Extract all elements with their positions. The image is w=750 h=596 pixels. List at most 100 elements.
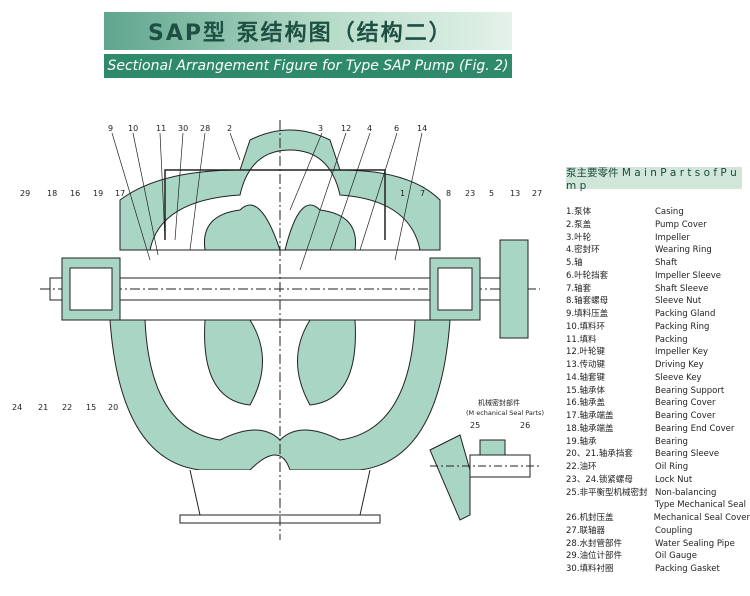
callout-2: 2: [227, 124, 232, 133]
part-name-en: Packing Gasket: [655, 564, 720, 574]
part-name-cn: 14.轴套键: [566, 372, 606, 383]
part-name-en: Pump Cover: [655, 219, 707, 230]
callout-28: 28: [200, 124, 210, 133]
callout-20: 20: [108, 403, 118, 412]
water-seal-pipe: [164, 169, 386, 240]
part-name-en: Bearing Cover: [655, 411, 716, 421]
part-name-cn: 6.叶轮挡套: [566, 270, 609, 281]
part-name-cn: 12.叶轮键: [566, 347, 606, 358]
callout-7: 7: [420, 189, 425, 198]
part-name-cn: 20、21.轴承挡套: [566, 449, 633, 460]
part-name-cn: 18.轴承端盖: [566, 423, 614, 434]
part-row: 30.填料衬圈 Packing Gasket: [566, 563, 750, 576]
part-name-cn: 25.非平衡型机械密封: [566, 487, 648, 498]
part-name-en: Coupling: [655, 525, 693, 536]
part-name-en: Sleeve Key: [655, 372, 702, 383]
parts-list-header: 泵主要零件 M a i n P a r t s o f P u m p: [566, 167, 742, 192]
callout-10: 10: [128, 124, 138, 133]
part-name-cn: 11.填料: [566, 334, 597, 345]
part-name-en: Sleeve Nut: [655, 296, 702, 307]
part-name-en: Impeller Sleeve: [655, 270, 722, 281]
part-name-cn: 30.填料衬圈: [566, 564, 614, 574]
callout-21: 21: [38, 403, 48, 412]
part-name-en: Shaft: [655, 258, 678, 268]
part-row: 14.轴套键 Sleeve Key: [566, 372, 750, 385]
part-row: 12.叶轮键 Impeller Key: [566, 346, 750, 359]
part-row: 25.非平衡型机械密封 Non-balancing: [566, 487, 750, 500]
part-row: 28.水封管部件 Water Sealing Pipe: [566, 538, 750, 551]
callout-9: 9: [108, 124, 113, 133]
callout-30: 30: [178, 124, 188, 133]
part-row: 29.油位计部件 Oil Gauge: [566, 550, 750, 563]
callout-5: 5: [489, 189, 494, 198]
part-name-cn: [566, 499, 655, 512]
part-name-cn: 3.叶轮: [566, 232, 592, 243]
part-name-cn: 16.轴承盖: [566, 398, 606, 409]
part-name-en: Casing: [655, 207, 684, 217]
part-row: 3.叶轮 Impeller: [566, 232, 750, 245]
part-name-en: Water Sealing Pipe: [655, 538, 735, 549]
part-name-en: Non-balancing: [655, 487, 717, 498]
part-row: 5.轴 Shaft: [566, 257, 750, 270]
part-row: 20、21.轴承挡套 Bearing Sleeve: [566, 448, 750, 461]
part-row: 22.油环 Oil Ring: [566, 461, 750, 474]
part-name-cn: 5.轴: [566, 258, 583, 268]
part-name-en: Bearing Support: [655, 385, 725, 396]
part-name-en: Packing: [655, 334, 688, 345]
part-name-en: Oil Ring: [655, 462, 689, 472]
part-name-en: Bearing Sleeve: [655, 449, 720, 460]
part-name-cn: 2.泵盖: [566, 219, 592, 230]
part-name-cn: 13.传动键: [566, 360, 606, 370]
callout-29: 29: [20, 189, 30, 198]
callout-13: 13: [510, 189, 520, 198]
part-name-en: Oil Gauge: [655, 551, 697, 562]
part-name-cn: 8.轴套螺母: [566, 296, 609, 307]
callout-11: 11: [156, 124, 166, 133]
callout-25: 25: [470, 421, 480, 430]
coupling: [499, 239, 529, 339]
part-name-cn: 1.泵体: [566, 207, 592, 217]
part-row: 7.轴套 Shaft Sleeve: [566, 283, 750, 296]
mechanical-seal-inset: [429, 434, 540, 521]
callout-26: 26: [520, 421, 530, 430]
part-name-en: Impeller Key: [655, 347, 708, 358]
part-name-en: Lock Nut: [655, 474, 693, 485]
part-name-en: Shaft Sleeve: [655, 283, 709, 294]
callout-15: 15: [86, 403, 96, 412]
part-name-cn: 17.轴承端盖: [566, 411, 614, 421]
part-row: 11.填料 Packing: [566, 334, 750, 347]
part-name-en: Driving Key: [655, 360, 704, 370]
part-name-cn: 28.水封管部件: [566, 538, 623, 549]
part-name-en: Mechanical Seal Cover: [653, 513, 750, 523]
title-english: Sectional Arrangement Figure for Type SA…: [104, 54, 512, 78]
part-row: 17.轴承端盖 Bearing Cover: [566, 410, 750, 423]
part-name-en: Packing Gland: [655, 309, 716, 319]
part-row: 2.泵盖 Pump Cover: [566, 219, 750, 232]
part-name-cn: 4.密封环: [566, 245, 600, 256]
callout-6: 6: [394, 124, 399, 133]
callout-3: 3: [318, 124, 323, 133]
callout-19: 19: [93, 189, 103, 198]
seal-inset-title: 机械密封部件: [478, 398, 520, 407]
callout-14: 14: [417, 124, 427, 133]
callout-16: 16: [70, 189, 80, 198]
part-name-cn: 7.轴套: [566, 283, 592, 294]
part-name-cn: 29.油位计部件: [566, 551, 623, 562]
part-name-en: Impeller: [655, 232, 690, 243]
part-row: 8.轴套螺母 Sleeve Nut: [566, 295, 750, 308]
part-name-cn: 22.油环: [566, 462, 597, 472]
seal-inset-subtitle: (M echanical Seal Parts): [466, 409, 544, 417]
callout-17: 17: [115, 189, 125, 198]
part-row: 6.叶轮挡套 Impeller Sleeve: [566, 270, 750, 283]
part-row: 1.泵体 Casing: [566, 206, 750, 219]
part-name-en: Type Mechanical Seal: [655, 500, 746, 511]
